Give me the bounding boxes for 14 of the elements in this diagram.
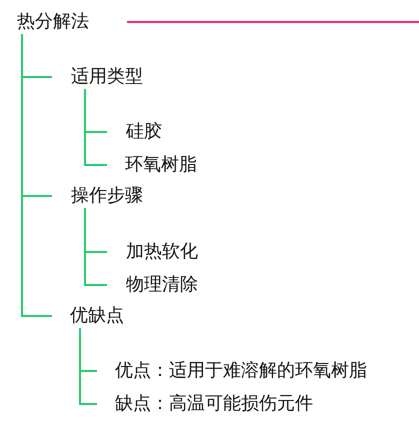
topic-label: 加热软化	[126, 240, 198, 264]
connector-line	[84, 89, 107, 166]
topic-label: 优点：适用于难溶解的环氧树脂	[115, 359, 367, 383]
topic-label: 环氧树脂	[125, 153, 197, 177]
topic-label: 物理清除	[126, 273, 198, 297]
topic-label: 硅胶	[126, 120, 162, 144]
connector-line	[127, 21, 419, 23]
connector-line	[84, 208, 107, 286]
connector-line	[21, 34, 52, 317]
topic-label: 缺点：高温可能损伤元件	[115, 392, 313, 416]
topic-label: 优缺点	[70, 304, 124, 328]
topic-label: 热分解法	[17, 10, 89, 34]
topic-label: 适用类型	[71, 65, 143, 89]
topic-label: 操作步骤	[71, 184, 143, 208]
